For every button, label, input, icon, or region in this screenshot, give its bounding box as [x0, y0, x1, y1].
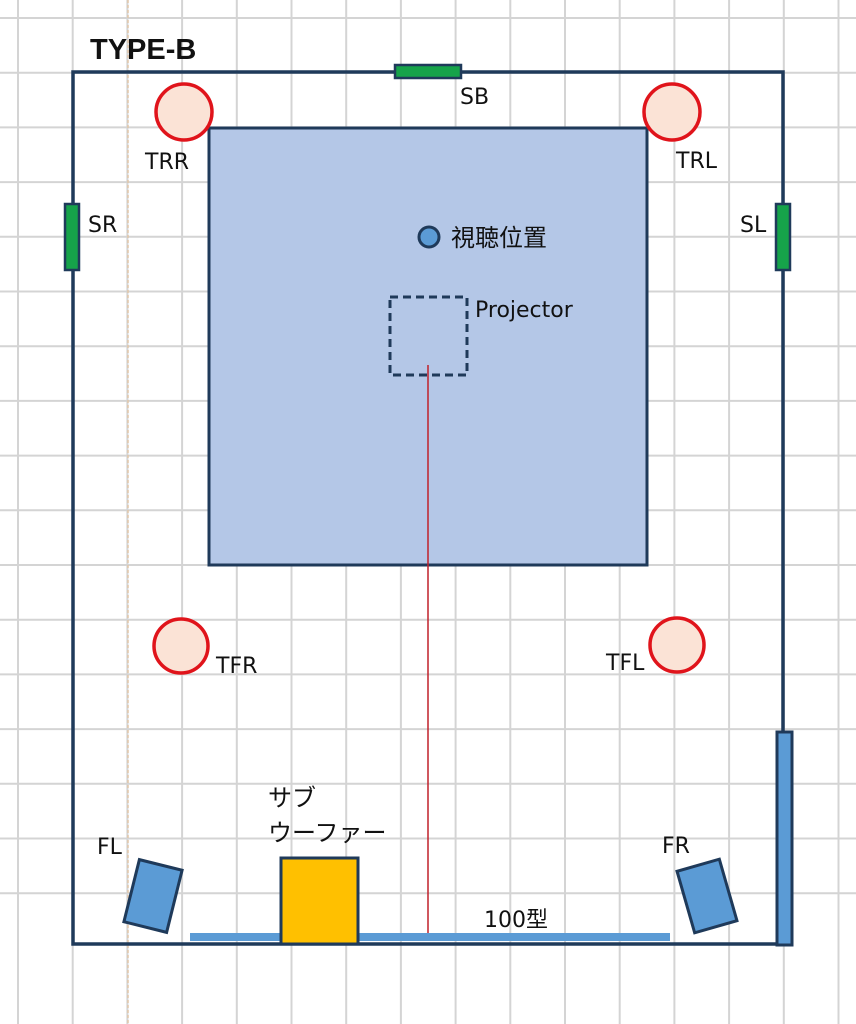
label-tfl: TFL [605, 651, 645, 676]
label-tfr: TFR [215, 654, 257, 679]
label-fl: FL [97, 835, 123, 860]
label-sr: SR [88, 213, 117, 238]
speaker-fl [122, 857, 184, 935]
subwoofer [279, 856, 360, 946]
speaker-sb [393, 63, 463, 80]
speaker-tfr [152, 617, 210, 675]
label-sl: SL [740, 213, 767, 238]
speaker-sl [774, 202, 792, 272]
speaker-trl [642, 82, 702, 142]
label-sub-line1: サブ [268, 784, 316, 812]
diagram-title: TYPE-B [90, 34, 196, 66]
label-sb: SB [460, 85, 489, 110]
label-projector: Projector [475, 298, 574, 323]
wall-panel [775, 730, 794, 947]
speaker-tfl [648, 616, 706, 674]
label-sub-line2: ウーファー [268, 819, 387, 847]
speaker-fr [675, 857, 739, 935]
listening-position-icon [417, 225, 441, 249]
label-trr: TRR [144, 150, 189, 175]
label-screen: 100型 [484, 908, 548, 933]
speaker-trr [154, 82, 214, 142]
speaker-sr [63, 202, 81, 272]
label-fr: FR [662, 834, 690, 859]
label-trl: TRL [675, 149, 718, 174]
label-listening: 視聴位置 [451, 224, 547, 252]
screen [190, 933, 670, 941]
